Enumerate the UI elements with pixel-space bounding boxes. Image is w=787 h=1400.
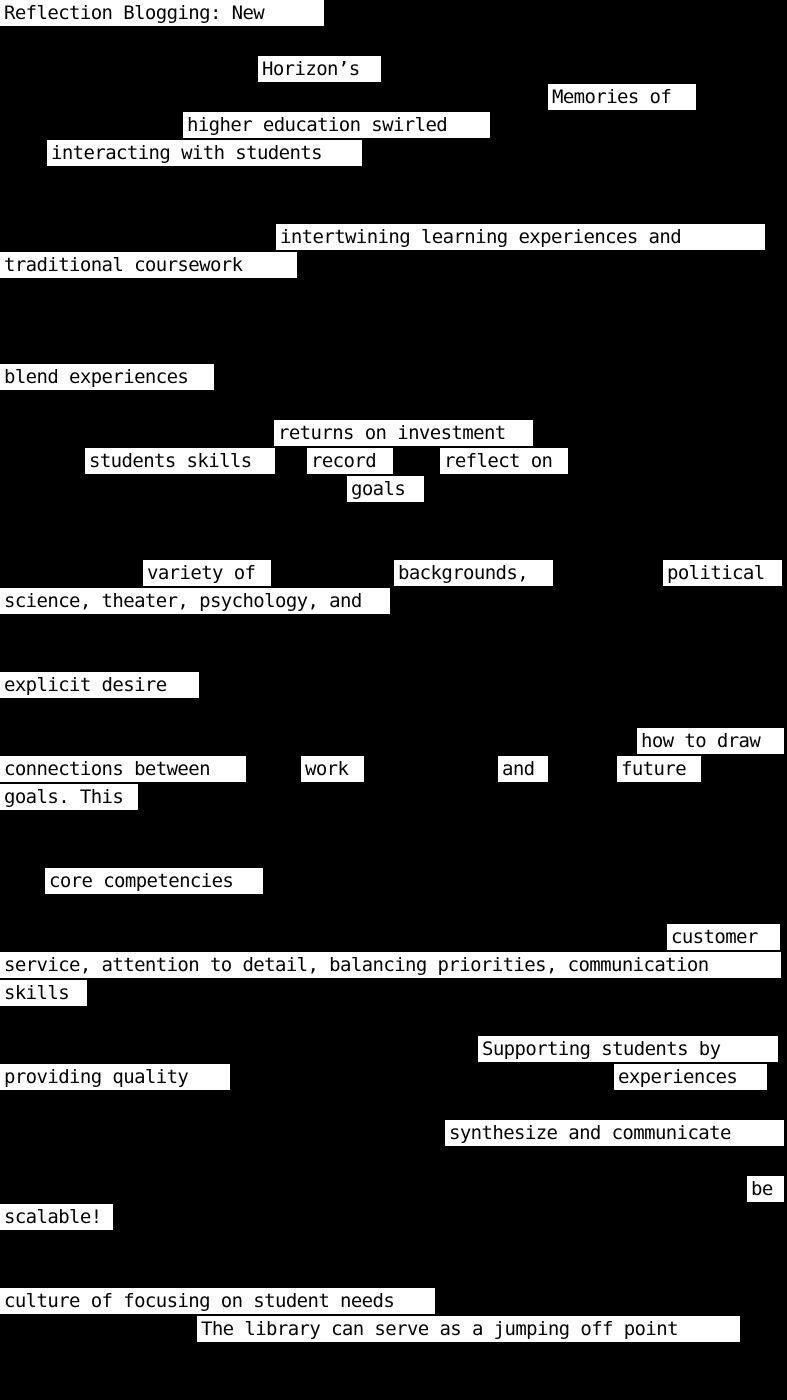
text-fragment: Memories of	[548, 84, 696, 110]
text-fragment: record	[307, 448, 393, 474]
text-fragment: core competencies	[45, 868, 263, 894]
text-fragment: work	[301, 756, 364, 782]
text-fragment: students skills	[85, 448, 275, 474]
text-fragment: political	[663, 560, 782, 586]
text-fragment: reflect on	[440, 448, 568, 474]
text-fragment: be	[747, 1176, 784, 1202]
text-fragment: science, theater, psychology, and	[0, 588, 390, 614]
text-fragment: service, attention to detail, balancing …	[0, 952, 781, 978]
text-fragment: blend experiences	[0, 364, 214, 390]
text-fragment: higher education swirled	[183, 112, 490, 138]
text-fragment: and	[498, 756, 548, 782]
text-fragment: future	[617, 756, 701, 782]
text-fragment: Horizon’s	[258, 56, 381, 82]
text-fragment: customer	[667, 924, 780, 950]
text-fragment: interacting with students	[47, 140, 362, 166]
text-fragment: backgrounds,	[394, 560, 553, 586]
text-fragment: providing quality	[0, 1064, 230, 1090]
text-fragment: Reflection Blogging: New	[0, 0, 324, 26]
text-fragment: intertwining learning experiences and	[276, 224, 765, 250]
text-fragment: Supporting students by	[478, 1036, 778, 1062]
text-fragment: scalable!	[0, 1204, 113, 1230]
text-fragment: The library can serve as a jumping off p…	[197, 1316, 740, 1342]
text-fragment: skills	[0, 980, 87, 1006]
text-fragment: goals. This	[0, 784, 138, 810]
text-fragment: traditional coursework	[0, 252, 297, 278]
text-fragment: returns on investment	[274, 420, 533, 446]
text-fragment: explicit desire	[0, 672, 199, 698]
text-fragment: experiences	[614, 1064, 767, 1090]
text-fragment: variety of	[143, 560, 271, 586]
text-fragment: connections between	[0, 756, 246, 782]
text-fragment: goals	[347, 476, 424, 502]
text-fragment: culture of focusing on student needs	[0, 1288, 435, 1314]
text-fragment: how to draw	[637, 728, 784, 754]
text-fragment: synthesize and communicate	[445, 1120, 784, 1146]
